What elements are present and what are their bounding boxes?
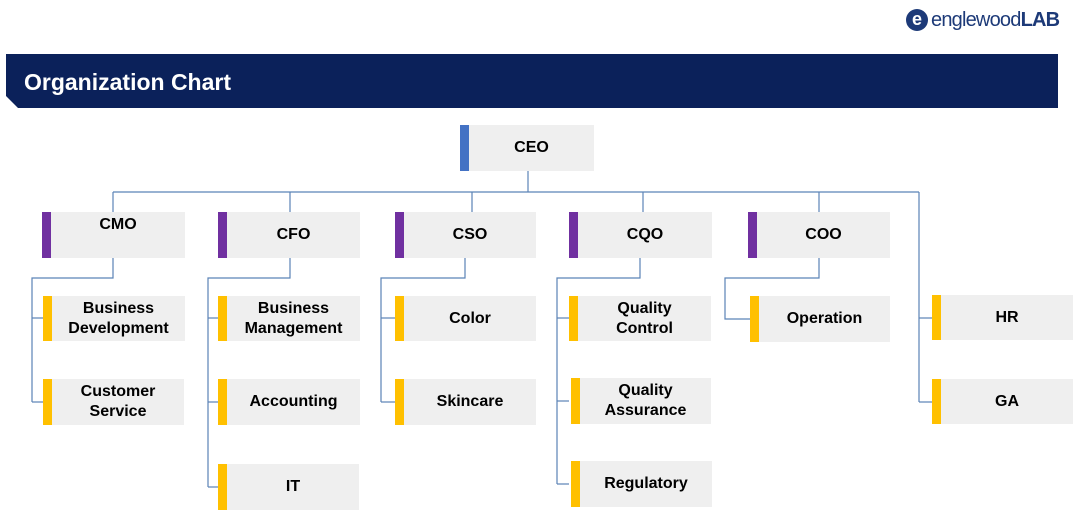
node-hr: HR — [932, 295, 1073, 340]
connector-cmo-branch — [31, 258, 114, 402]
node-label: IT — [285, 478, 301, 495]
node-accounting: Accounting — [218, 379, 360, 425]
node-quality-control: Quality Control — [569, 296, 711, 341]
node-label: Color — [449, 309, 491, 327]
node-cso: CSO — [395, 212, 536, 258]
node-color: Color — [395, 296, 536, 341]
node-coo: COO — [748, 212, 890, 258]
exec-accent-bar — [569, 212, 578, 258]
connector-cqo-branch — [556, 258, 641, 484]
exec-accent-bar — [395, 212, 404, 258]
node-label: Customer Service — [80, 383, 156, 420]
dept-accent-bar — [750, 296, 759, 342]
page-title: Organization Chart — [24, 69, 232, 95]
node-skincare: Skincare — [395, 379, 536, 425]
node-label: Business Management — [244, 299, 343, 337]
node-operation: Operation — [750, 296, 890, 342]
node-regulatory: Regulatory — [571, 461, 712, 507]
title-banner: Organization Chart — [6, 54, 1058, 108]
dept-accent-bar — [218, 296, 227, 341]
connector-cfo-branch — [207, 258, 291, 487]
node-label: Accounting — [249, 393, 338, 410]
node-label: Quality Assurance — [604, 382, 687, 419]
logo-e-icon: e — [906, 9, 928, 31]
logo-text-main: englewood — [931, 8, 1021, 31]
node-ceo: CEO — [460, 125, 594, 171]
dept-accent-bar — [43, 296, 52, 341]
node-label: Skincare — [436, 393, 504, 410]
dept-accent-bar — [43, 379, 52, 425]
node-label: HR — [995, 308, 1019, 326]
node-customer-service: Customer Service — [43, 379, 184, 425]
node-label: CQO — [626, 226, 664, 243]
node-label: CFO — [276, 226, 311, 243]
dept-accent-bar — [218, 464, 227, 510]
dept-accent-bar — [932, 295, 941, 340]
dept-accent-bar — [569, 296, 578, 341]
node-business-development: Business Development — [43, 296, 185, 341]
exec-accent-bar — [748, 212, 757, 258]
node-label: Business Development — [68, 299, 169, 337]
node-quality-assurance: Quality Assurance — [571, 378, 711, 424]
exec-accent-bar — [42, 212, 51, 258]
node-cmo: CMO — [42, 212, 185, 258]
node-label: COO — [805, 226, 842, 243]
logo-text: englewoodLAB — [931, 8, 1061, 32]
company-logo: e englewoodLAB — [906, 6, 1061, 34]
node-label: CSO — [452, 226, 488, 243]
dept-accent-bar — [571, 378, 580, 424]
node-cqo: CQO — [569, 212, 712, 258]
node-label: CEO — [514, 139, 549, 156]
dept-accent-bar — [218, 379, 227, 425]
connector-cso-branch — [380, 258, 466, 402]
dept-accent-bar — [395, 296, 404, 341]
ceo-accent-bar — [460, 125, 469, 171]
dept-accent-bar — [571, 461, 580, 507]
node-cfo: CFO — [218, 212, 360, 258]
node-label: Quality Control — [616, 299, 673, 337]
node-it: IT — [218, 464, 359, 510]
dept-accent-bar — [395, 379, 404, 425]
connector-coo-branch — [724, 258, 820, 320]
node-label: GA — [995, 392, 1019, 410]
node-label: Regulatory — [604, 475, 688, 492]
node-label: Operation — [786, 310, 863, 327]
exec-accent-bar — [218, 212, 227, 258]
node-business-management: Business Management — [218, 296, 360, 341]
node-label: CMO — [99, 216, 137, 233]
dept-accent-bar — [932, 379, 941, 424]
node-ga: GA — [932, 379, 1073, 424]
logo-text-bold: LAB — [1020, 8, 1061, 31]
